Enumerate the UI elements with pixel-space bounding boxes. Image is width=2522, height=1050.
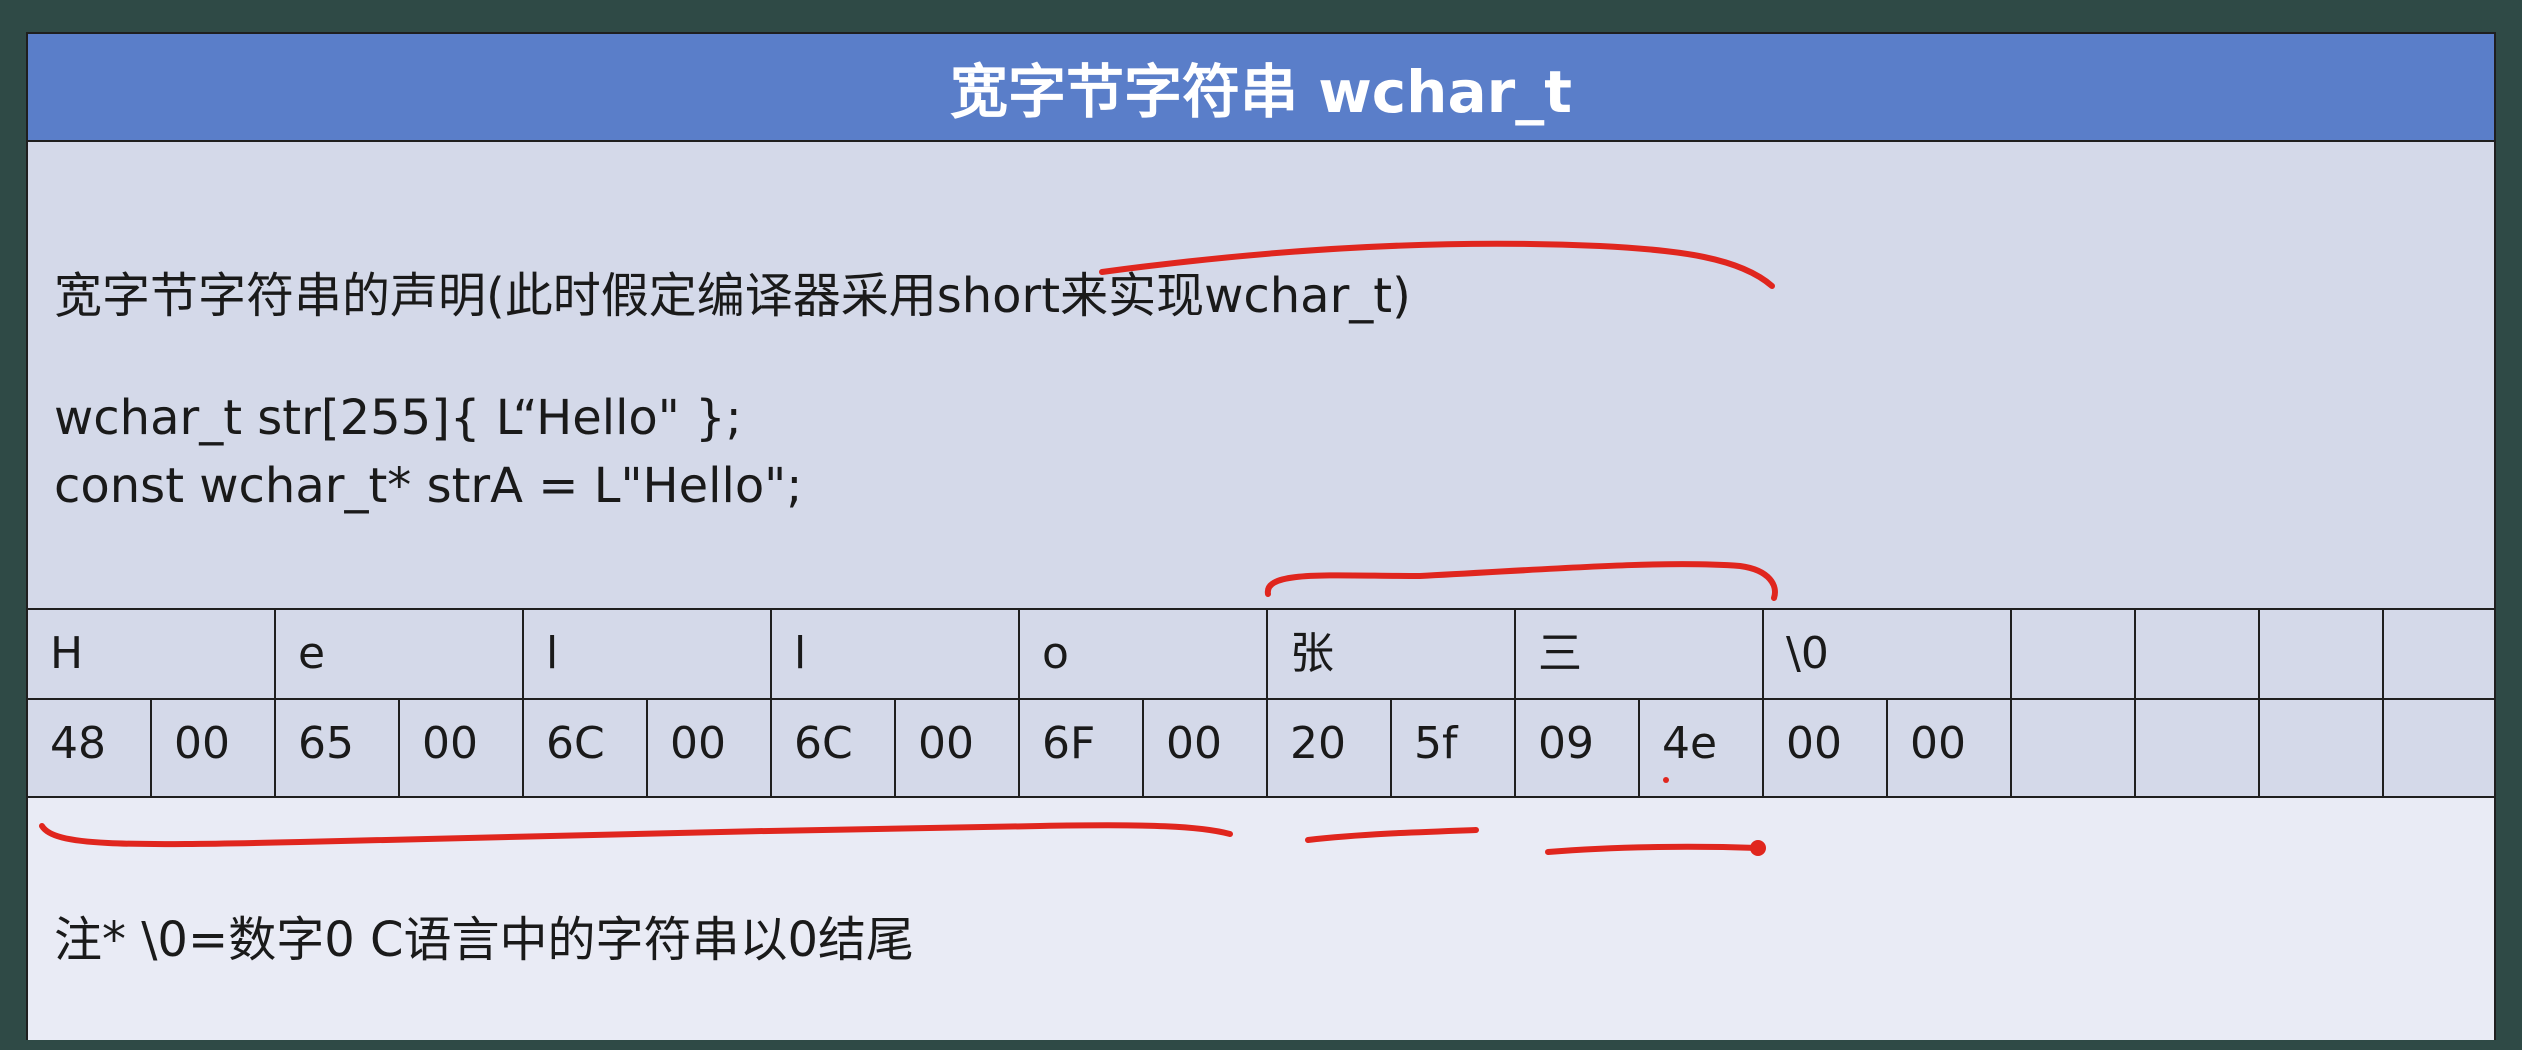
byte-cell: 00 — [1144, 700, 1268, 796]
note-panel: 注* \0=数字0 C语言中的字符串以0结尾 — [28, 800, 2494, 1040]
row-divider — [28, 698, 2494, 700]
byte-cell: 00 — [1888, 700, 2012, 796]
byte-cell — [2260, 700, 2384, 796]
char-cell: \0 — [1764, 610, 2012, 698]
title-bar: 宽字节字符串 wchar_t — [28, 34, 2494, 142]
byte-cell — [2012, 700, 2136, 796]
byte-cell: 00 — [1764, 700, 1888, 796]
memory-grid: H e l l o 张 三 \0 48 00 65 00 6C 00 6C 00… — [28, 608, 2494, 798]
declaration-panel: 宽字节字符串的声明(此时假定编译器采用short来实现wchar_t) wcha… — [28, 142, 2494, 610]
char-cell: e — [276, 610, 524, 698]
char-cell — [2012, 610, 2136, 698]
byte-cell: 20 — [1268, 700, 1392, 796]
char-cell — [2384, 610, 2496, 698]
byte-cell: 5f — [1392, 700, 1516, 796]
char-cell: 三 — [1516, 610, 1764, 698]
char-cell: l — [524, 610, 772, 698]
char-cell: 张 — [1268, 610, 1516, 698]
slide-title: 宽字节字符串 wchar_t — [950, 58, 1572, 126]
byte-cell — [2136, 700, 2260, 796]
byte-cell: 00 — [648, 700, 772, 796]
byte-cell: 00 — [152, 700, 276, 796]
byte-cell: 00 — [896, 700, 1020, 796]
char-cell: o — [1020, 610, 1268, 698]
byte-cell: 09 — [1516, 700, 1640, 796]
char-cell: H — [28, 610, 276, 698]
description-text: 宽字节字符串的声明(此时假定编译器采用short来实现wchar_t) — [54, 268, 1411, 324]
note-text: 注* \0=数字0 C语言中的字符串以0结尾 — [54, 912, 915, 968]
code-line-1: wchar_t str[255]{ L“Hello" }; — [54, 390, 742, 446]
byte-cell: 6F — [1020, 700, 1144, 796]
code-line-2: const wchar_t* strA = L"Hello"; — [54, 458, 803, 514]
slide: 宽字节字符串 wchar_t 宽字节字符串的声明(此时假定编译器采用short来… — [26, 32, 2496, 1040]
byte-cell: 00 — [400, 700, 524, 796]
byte-cell: 6C — [772, 700, 896, 796]
byte-cell: 65 — [276, 700, 400, 796]
char-cell — [2260, 610, 2384, 698]
byte-cell: 6C — [524, 700, 648, 796]
char-cell: l — [772, 610, 1020, 698]
char-cell — [2136, 610, 2260, 698]
byte-cell: 48 — [28, 700, 152, 796]
byte-cell — [2384, 700, 2496, 796]
byte-cell: 4e — [1640, 700, 1764, 796]
